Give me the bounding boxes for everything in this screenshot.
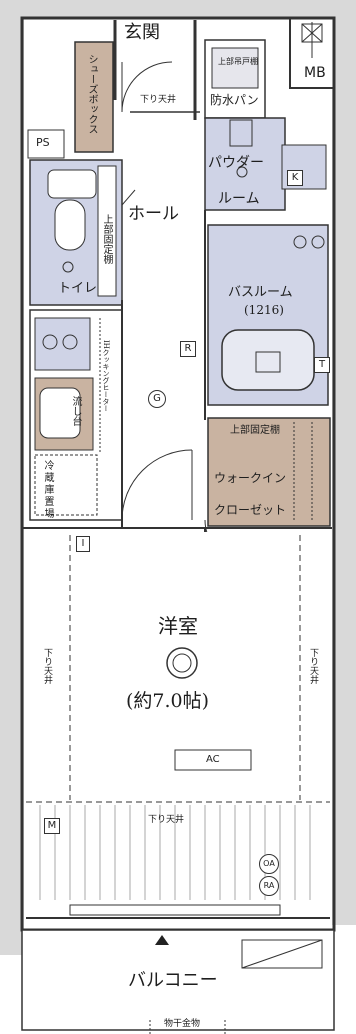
mb-label: MB [304,65,326,81]
fridge-label: 冷蔵庫置場 [42,460,53,520]
t-symbol: T [314,357,330,373]
powder-room-label-1: パウダー [208,155,264,171]
bath-label-1: バスルーム [228,285,293,300]
r-outlet-symbol: R [180,341,196,357]
ps-label: PS [36,136,50,149]
laundry-hardware-label: 物干金物 [164,1019,201,1029]
wic-label-2: クローゼット [214,503,287,517]
down-ceiling-right-label: 下り天井 [308,648,318,684]
toilet-shelf-label: 上部固定棚 [101,214,112,264]
bath-label-2: (1216) [244,303,284,317]
down-ceiling-entry-label: 下り天井 [140,95,177,105]
m-meter-symbol: M [44,818,60,834]
washer-shelf-note: 上部吊戸棚 [218,57,258,66]
g-gas-symbol: G [148,390,166,408]
down-ceiling-left-label: 下り天井 [42,648,52,684]
ac-label: AC [206,754,220,765]
ra-vent-symbol: RA [259,876,279,896]
kitchen-note: IHクッキングヒーター [102,340,110,412]
balcony-label: バルコニー [128,970,218,991]
entrance-label: 玄関 [124,22,160,43]
wic-label-1: ウォークイン [214,471,287,485]
sink-label: 流し台 [70,396,81,426]
down-ceiling-bottom-label: 下り天井 [148,815,185,825]
k-symbol: K [287,170,303,186]
powder-room-label-2: ルーム [218,191,260,207]
wic-shelf-label: 上部固定棚 [230,425,280,436]
shoes-box-label: シューズボックス [86,54,97,134]
oa-vent-symbol: OA [259,854,279,874]
room-label: 洋室 [158,614,198,638]
hall-label: ホール [128,204,179,224]
i-intercom-symbol: I [76,536,90,552]
washer-pan-label: 防水パン [210,93,259,107]
toilet-label: トイレ [58,281,98,296]
room-size-label: (約7.0帖) [126,690,210,712]
